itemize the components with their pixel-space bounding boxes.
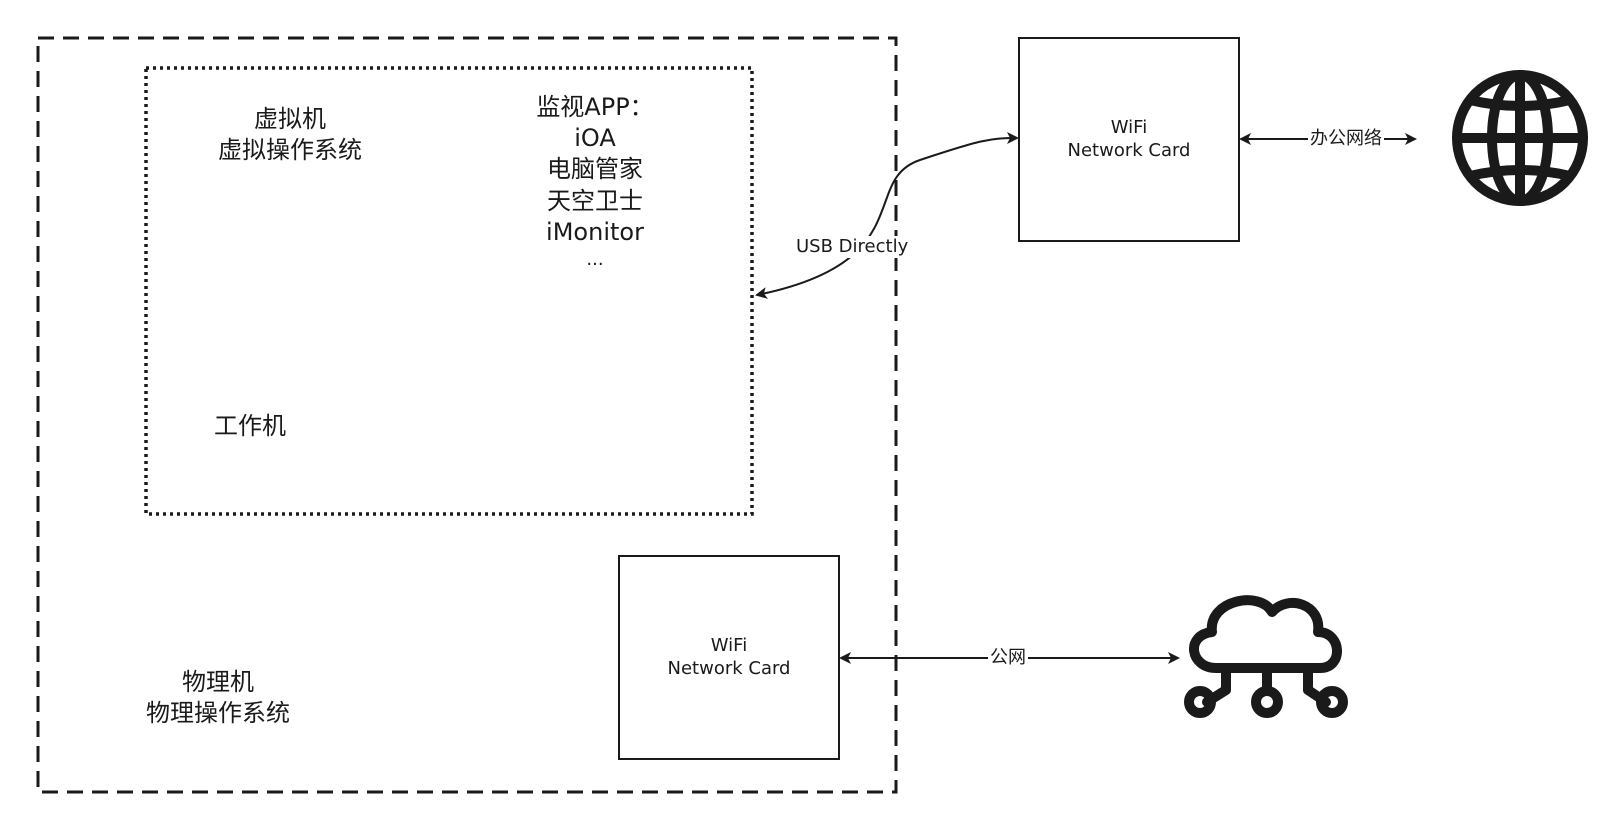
monitor-app-imonitor: iMonitor [546,217,644,246]
physical-machine-boundary[interactable] [36,36,898,794]
wifi-card-top-line1: WiFi [1110,117,1148,138]
virtual-machine-label: 虚拟机 虚拟操作系统 [210,104,370,166]
wifi-card-bottom-line1: WiFi [710,635,748,656]
monitor-app-skyguard: 天空卫士 [547,186,643,215]
monitor-app-pc-manager: 电脑管家 [547,155,643,184]
work-machine-label: 工作机 [214,412,286,440]
physical-machine-label: 物理机 物理操作系统 [128,667,308,729]
usb-connection[interactable] [755,132,1019,299]
monitor-apps-heading: 监视APP： [536,93,654,121]
virtual-os-title: 虚拟操作系统 [218,136,362,165]
virtual-machine-boundary[interactable] [144,66,754,516]
usb-directly-label: USB Directly [794,236,911,258]
virtual-machine-title: 虚拟机 [254,105,326,133]
wifi-card-bottom-label: WiFi Network Card [619,634,839,681]
monitor-app-ellipsis: ... [586,248,604,270]
wifi-card-top-label: WiFi Network Card [1019,116,1239,163]
physical-os-title: 物理操作系统 [146,699,290,728]
monitor-apps-list: 监视APP： iOA 电脑管家 天空卫士 iMonitor ... [515,92,675,271]
wifi-card-top-line2: Network Card [1067,140,1191,162]
physical-machine-title: 物理机 [182,668,254,696]
cloud-network-icon [1184,595,1348,718]
public-network-label: 公网 [988,647,1028,669]
wifi-card-bottom-line2: Network Card [667,658,791,680]
monitor-app-ioa: iOA [574,124,616,153]
office-network-label: 办公网络 [1308,128,1384,150]
globe-icon [1452,70,1588,206]
